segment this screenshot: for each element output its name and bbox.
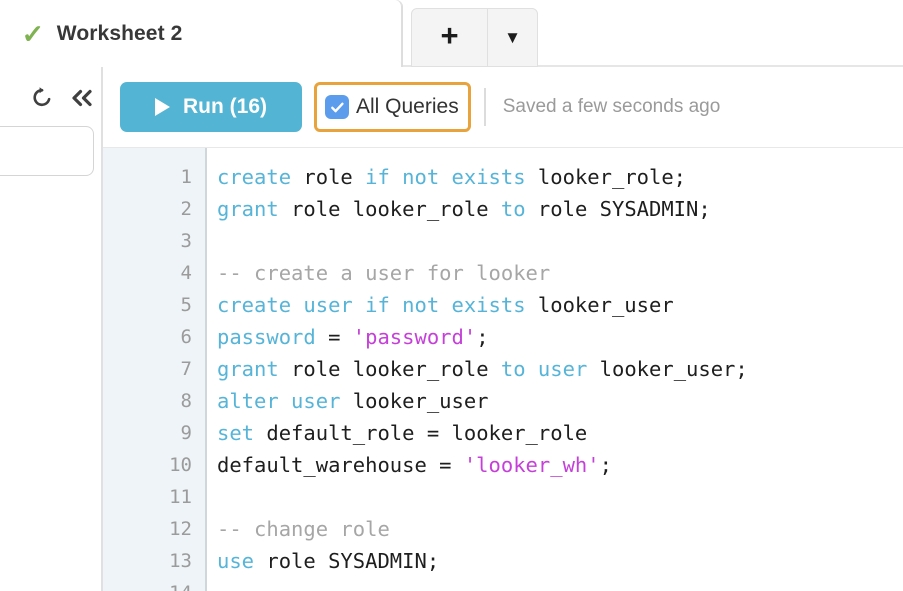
tab-worksheet-2[interactable]: ✓ Worksheet 2: [0, 0, 403, 67]
check-icon: ✓: [21, 18, 45, 49]
run-button-label: Run (16): [183, 95, 267, 118]
add-worksheet-button[interactable]: +: [411, 8, 488, 67]
code-token-kw: password: [217, 325, 329, 349]
line-number-gutter: 1234567891011121314: [103, 148, 205, 591]
code-token-pln: default_warehouse =: [217, 453, 464, 477]
code-line[interactable]: [217, 481, 903, 513]
all-queries-label: All Queries: [356, 95, 459, 118]
code-token-kw: use: [217, 549, 267, 573]
tab-label: Worksheet 2: [56, 21, 183, 45]
code-line[interactable]: grant role looker_role to user looker_us…: [217, 353, 903, 385]
code-line[interactable]: [217, 225, 903, 257]
worksheet-menu-button[interactable]: ▼: [487, 8, 538, 67]
saved-status-text: Saved a few seconds ago: [502, 96, 721, 117]
code-token-cmt: -- change role: [217, 517, 390, 541]
line-number: 3: [180, 230, 192, 252]
tab-bar: ✓ Worksheet 2 + ▼: [0, 0, 903, 67]
panel-divider: [101, 67, 103, 591]
code-line[interactable]: use role SYSADMIN;: [217, 545, 903, 577]
code-token-kw: to: [500, 197, 538, 221]
code-token-kw: create user if not exists: [217, 293, 538, 317]
code-area[interactable]: create role if not exists looker_role;gr…: [207, 148, 903, 591]
code-token-pln: default_role = looker_role: [266, 421, 588, 445]
checkbox-checked-icon: [325, 95, 349, 119]
code-token-kw: set: [217, 421, 267, 445]
gutter-divider: [205, 148, 207, 591]
refresh-icon[interactable]: [31, 86, 53, 110]
line-number: 8: [180, 390, 192, 412]
code-token-kw: alter user: [217, 389, 353, 413]
chevron-down-icon: ▼: [504, 27, 521, 47]
line-number: 14: [103, 577, 205, 591]
code-token-pln: role looker_role: [291, 197, 501, 221]
all-queries-checkbox[interactable]: All Queries: [314, 82, 471, 132]
left-panel: [0, 67, 103, 591]
double-chevron-left-icon[interactable]: [69, 88, 95, 108]
code-token-pln: role: [303, 165, 366, 189]
code-token-pln: ;: [599, 453, 612, 477]
code-token-pln: role SYSADMIN;: [266, 549, 440, 573]
code-line[interactable]: alter user looker_user: [217, 385, 903, 417]
code-token-pln: looker_user: [537, 293, 674, 317]
code-token-cmt: -- create a user for looker: [217, 261, 551, 285]
plus-icon: +: [440, 17, 459, 53]
line-number: 1: [180, 166, 192, 188]
code-token-kw: grant: [217, 357, 292, 381]
code-token-pln: looker_role;: [537, 165, 687, 189]
line-number: 5: [180, 294, 192, 316]
code-token-pln: =: [328, 325, 353, 349]
code-line[interactable]: -- create a user for looker: [217, 257, 903, 289]
code-line[interactable]: create user if not exists looker_user: [217, 289, 903, 321]
code-line[interactable]: [217, 577, 903, 591]
line-number: 4: [180, 262, 192, 284]
toolbar-divider: [483, 88, 486, 126]
code-token-kw: if not exists: [365, 165, 538, 189]
code-line[interactable]: grant role looker_role to role SYSADMIN;: [217, 193, 903, 225]
line-number: 9: [180, 422, 192, 444]
code-token-kw: create: [217, 165, 304, 189]
left-panel-search-input[interactable]: [0, 126, 94, 176]
play-triangle-icon: [155, 98, 170, 116]
code-token-pln: looker_user: [352, 389, 489, 413]
line-number: 6: [180, 326, 192, 348]
code-token-str: 'looker_wh': [463, 453, 600, 477]
line-number: 10: [169, 454, 192, 476]
code-line[interactable]: create role if not exists looker_role;: [217, 161, 903, 193]
line-number: 11: [169, 486, 192, 508]
code-token-str: 'password': [352, 325, 477, 349]
line-number: 12: [169, 518, 192, 540]
code-token-pln: looker_user;: [599, 357, 748, 381]
code-token-kw: to user: [500, 357, 600, 381]
line-number: 13: [169, 550, 192, 572]
left-panel-toolbar: [0, 78, 103, 118]
code-line[interactable]: set default_role = looker_role: [217, 417, 903, 449]
code-token-kw: grant: [217, 197, 292, 221]
run-button[interactable]: Run (16): [120, 82, 302, 132]
sql-editor[interactable]: 1234567891011121314 create role if not e…: [103, 147, 903, 591]
line-number: 7: [180, 358, 192, 380]
code-token-pln: role SYSADMIN;: [537, 197, 711, 221]
code-token-pln: ;: [476, 325, 489, 349]
code-line[interactable]: default_warehouse = 'looker_wh';: [217, 449, 903, 481]
editor-toolbar: Run (16) All Queries Saved a few seconds…: [103, 67, 903, 147]
code-line[interactable]: -- change role: [217, 513, 903, 545]
code-line[interactable]: password = 'password';: [217, 321, 903, 353]
code-token-pln: role looker_role: [291, 357, 501, 381]
line-number: 2: [180, 198, 192, 220]
